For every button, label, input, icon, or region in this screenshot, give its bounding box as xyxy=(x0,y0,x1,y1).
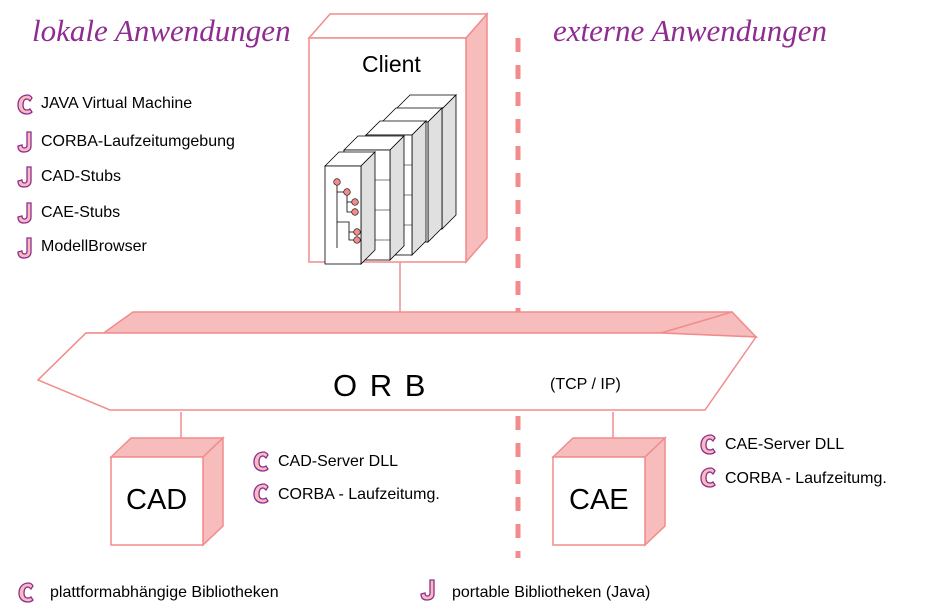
client-server-stack-icon xyxy=(324,94,457,265)
cad-lib-corba: CORBA - Laufzeitumg. xyxy=(278,486,440,503)
local-apps-heading: lokale Anwendungen xyxy=(32,13,291,48)
cae-title: CAE xyxy=(569,484,629,516)
cae-box xyxy=(551,436,667,547)
client-title: Client xyxy=(362,51,421,77)
c-icon xyxy=(17,94,33,115)
cae-lib-server-dll: CAE-Server DLL xyxy=(725,436,845,453)
orb-bus xyxy=(36,311,758,411)
legend-portable-label: portable Bibliotheken (Java) xyxy=(452,584,651,601)
cae-lib-corba: CORBA - Laufzeitumg. xyxy=(725,470,887,487)
c-icon xyxy=(253,483,269,504)
cad-box xyxy=(109,436,225,547)
legend-c-icon xyxy=(18,582,34,603)
client-lib-cae-stubs: CAE-Stubs xyxy=(41,204,121,221)
j-icon xyxy=(17,166,32,188)
c-icon xyxy=(700,434,716,455)
cad-title: CAD xyxy=(126,484,188,516)
legend-j-icon xyxy=(420,579,435,601)
client-lib-corba: CORBA-Laufzeitumgebung xyxy=(41,133,235,150)
j-icon xyxy=(17,237,32,259)
external-apps-heading: externe Anwendungen xyxy=(553,13,828,48)
legend-platform-label: plattformabhängige Bibliotheken xyxy=(50,584,279,601)
c-icon xyxy=(253,451,269,472)
cad-lib-server-dll: CAD-Server DLL xyxy=(278,453,399,470)
orb-protocol-label: (TCP / IP) xyxy=(550,376,621,393)
j-icon xyxy=(17,202,32,224)
c-icon xyxy=(700,467,716,488)
j-icon xyxy=(17,131,32,153)
client-lib-modellbrowser: ModellBrowser xyxy=(41,238,147,255)
client-lib-cad-stubs: CAD-Stubs xyxy=(41,168,122,185)
orb-label: O R B xyxy=(333,368,428,403)
client-lib-jvm: JAVA Virtual Machine xyxy=(41,95,193,112)
